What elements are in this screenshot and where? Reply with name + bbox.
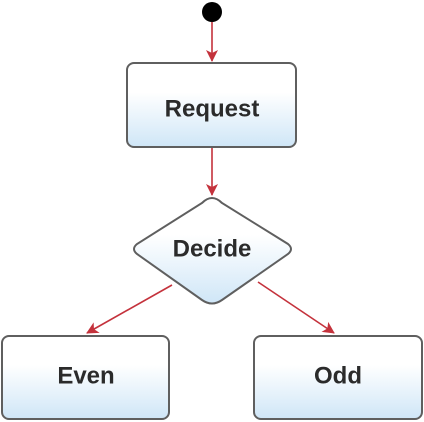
node-decide[interactable]: Decide: [133, 196, 292, 305]
node-even-label: Even: [57, 362, 114, 389]
node-request-box: [126, 62, 297, 148]
node-decide-diamond: [133, 196, 292, 305]
node-decide-label: Decide: [173, 235, 252, 262]
edge-decide-to-odd: [257, 281, 335, 334]
node-request[interactable]: Request: [126, 62, 297, 148]
node-request-label: Request: [165, 95, 260, 122]
start-node: [202, 2, 222, 22]
node-even-box: [1, 335, 170, 420]
node-odd-label: Odd: [314, 362, 362, 389]
node-even[interactable]: Even: [1, 335, 170, 420]
edge-decide-to-even: [86, 284, 173, 334]
node-odd-box: [253, 335, 423, 420]
node-odd[interactable]: Odd: [253, 335, 423, 420]
